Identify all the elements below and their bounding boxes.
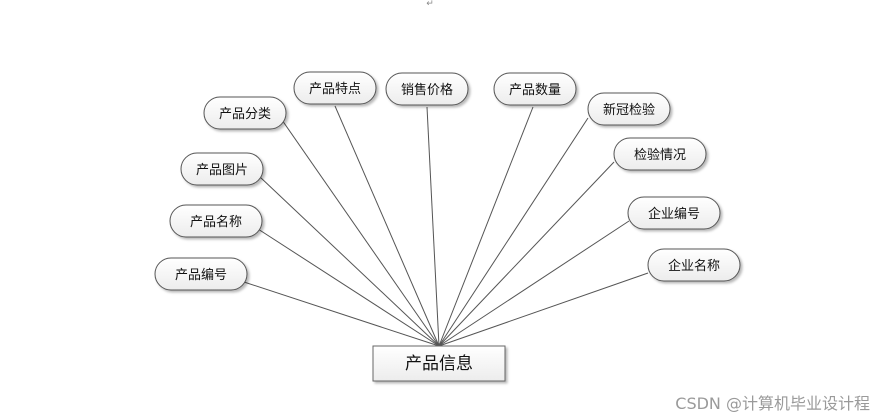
attribute-pill <box>293 71 377 105</box>
connector-company-id <box>438 220 630 347</box>
watermark: CSDN @计算机毕业设计程 <box>675 394 870 413</box>
connector-product-category <box>281 119 440 347</box>
attribute-label: 产品分类 <box>219 107 271 122</box>
attribute-product-id: 产品编号 <box>154 257 248 291</box>
attribute-product-name: 产品名称 <box>169 204 263 238</box>
entity-node: 产品信息 <box>372 345 506 382</box>
connector-product-image <box>259 176 440 347</box>
attribute-pill <box>154 257 248 291</box>
entity-box <box>372 345 506 382</box>
attribute-label: 企业名称 <box>668 258 720 274</box>
attribute-label: 销售价格 <box>401 82 453 98</box>
attribute-label: 产品特点 <box>309 82 361 97</box>
attribute-label: 产品编号 <box>175 268 227 283</box>
attribute-label: 企业编号 <box>648 206 700 222</box>
connector-covid-test <box>438 117 589 347</box>
attribute-pill <box>493 72 577 106</box>
attribute-product-category: 产品分类 <box>203 96 287 130</box>
connector-product-id <box>243 281 440 347</box>
attribute-product-quantity: 产品数量 <box>493 72 577 106</box>
connector-product-quantity <box>438 106 534 347</box>
anchor-mark: ↵ <box>426 0 434 9</box>
attribute-pill <box>647 248 741 282</box>
attribute-pill <box>587 92 671 126</box>
connector-product-name <box>257 228 440 347</box>
connector-lines <box>243 105 649 347</box>
connector-test-status <box>438 161 615 347</box>
attribute-pill <box>203 96 287 130</box>
attribute-company-name: 企业名称 <box>647 248 741 282</box>
connector-product-features <box>334 105 440 347</box>
attribute-label: 产品数量 <box>509 83 561 98</box>
attribute-pill <box>627 196 721 230</box>
attribute-label: 新冠检验 <box>603 102 655 118</box>
attribute-pill <box>385 72 469 106</box>
connector-company-name <box>438 272 649 347</box>
attribute-test-status: 检验情况 <box>613 137 707 171</box>
attribute-pill <box>613 137 707 171</box>
attribute-sale-price: 销售价格 <box>385 72 469 106</box>
attribute-label: 检验情况 <box>634 147 686 163</box>
entity-label: 产品信息 <box>405 354 473 374</box>
attribute-pill <box>169 204 263 238</box>
attribute-company-id: 企业编号 <box>627 196 721 230</box>
attribute-product-image: 产品图片 <box>180 152 264 186</box>
attribute-label: 产品图片 <box>196 163 248 178</box>
attribute-label: 产品名称 <box>190 214 242 230</box>
attribute-covid-test: 新冠检验 <box>587 92 671 126</box>
connector-sale-price <box>426 106 440 347</box>
attribute-pill <box>180 152 264 186</box>
attribute-product-features: 产品特点 <box>293 71 377 105</box>
attribute-nodes: 产品编号 产品名称 产品图片 产品分类 产品特点 销售价格 产品数量新冠检验检验情况企业编号… <box>154 71 741 291</box>
